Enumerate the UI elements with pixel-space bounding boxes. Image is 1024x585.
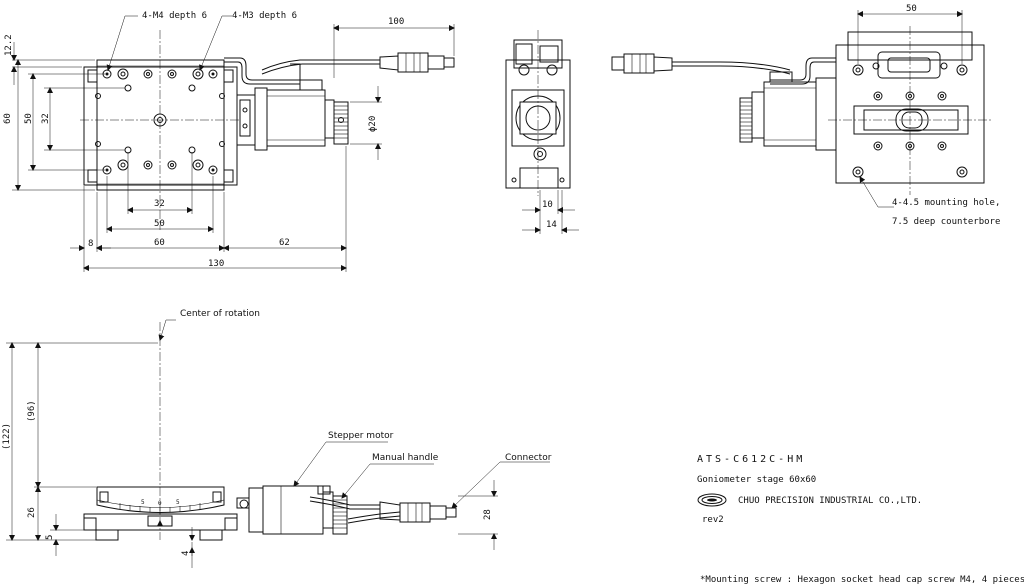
dim-12-2: 12.2 (4, 34, 14, 56)
stepper-motor-front (262, 485, 324, 535)
manual-handle-front (332, 495, 348, 535)
callout-stepper-motor: Stepper motor (328, 431, 394, 441)
callout-connector: Connector (505, 453, 552, 463)
dim-50-bottom-view: 50 (906, 4, 917, 14)
callout-center-of-rotation: Center of rotation (180, 309, 260, 319)
top-cable-strain-relief (379, 55, 399, 71)
dim-4: 4 (181, 551, 191, 556)
callout-m4-depth: 4-M4 depth 6 (142, 11, 207, 21)
bottom-connector (623, 53, 655, 74)
dim-122: (122) (2, 423, 12, 450)
dim-50-vertical: 50 (24, 113, 34, 124)
company-name: CHUO PRECISION INDUSTRIAL CO.,LTD. (738, 496, 922, 506)
scale-label-5-left: 5 (141, 499, 145, 506)
front-view-cradle (96, 486, 225, 513)
top-view: 12.2 60 50 32 32 50 8 60 62 130 (3, 11, 455, 272)
company-logo (697, 493, 727, 507)
dim-100: 100 (388, 17, 404, 27)
dim-32-horizontal: 32 (154, 199, 165, 209)
dim-8: 8 (88, 239, 93, 249)
stepper-motor-top (266, 89, 326, 147)
dim-28: 28 (483, 509, 493, 520)
title-block: ATS-C612C-HM Goniometer stage 60x60 CHUO… (697, 454, 1024, 585)
side-end-view: 10 14 (505, 30, 579, 234)
dim-96: (96) (27, 400, 37, 422)
bottom-view-holes (852, 62, 968, 178)
dim-14: 14 (546, 220, 557, 230)
stepper-motor-bottom (763, 81, 817, 147)
dim-50-horizontal: 50 (154, 219, 165, 229)
dim-26: 26 (27, 507, 37, 518)
dim-60-vertical: 60 (3, 113, 13, 124)
mounting-screw-note: *Mounting screw : Hexagon socket head ca… (700, 575, 1024, 585)
callout-counterbore: 7.5 deep counterbore (892, 217, 1000, 227)
callout-m3-depth: 4-M3 depth 6 (232, 11, 297, 21)
scale-label-5-right: 5 (176, 499, 180, 506)
top-view-table (96, 59, 225, 191)
dim-130: 130 (208, 259, 224, 269)
callout-mounting-hole: 4-4.5 mounting hole, (892, 198, 1000, 208)
manual-handle-top (333, 101, 349, 145)
dim-60-horizontal: 60 (154, 238, 165, 248)
model-number: ATS-C612C-HM (697, 454, 805, 465)
dim-5: 5 (45, 535, 55, 540)
front-connector (399, 502, 431, 523)
top-connector (397, 52, 429, 73)
scale-label-0: 0 (158, 500, 162, 507)
manual-handle-bottom (739, 97, 753, 143)
dim-62: 62 (279, 238, 290, 248)
dim-10: 10 (542, 200, 553, 210)
dim-32-vertical: 32 (41, 113, 51, 124)
product-subtitle: Goniometer stage 60x60 (697, 475, 816, 485)
revision: rev2 (702, 515, 724, 525)
angle-scale-ticks (119, 503, 201, 514)
bottom-view: 50 4-4.5 mounting hole, 7.5 deep counter… (611, 4, 1000, 227)
center-hole (153, 113, 167, 127)
front-view: Center of rotation 0 5 5 (2, 309, 552, 568)
dim-phi20: ϕ20 (368, 116, 378, 132)
callout-manual-handle: Manual handle (372, 453, 439, 463)
